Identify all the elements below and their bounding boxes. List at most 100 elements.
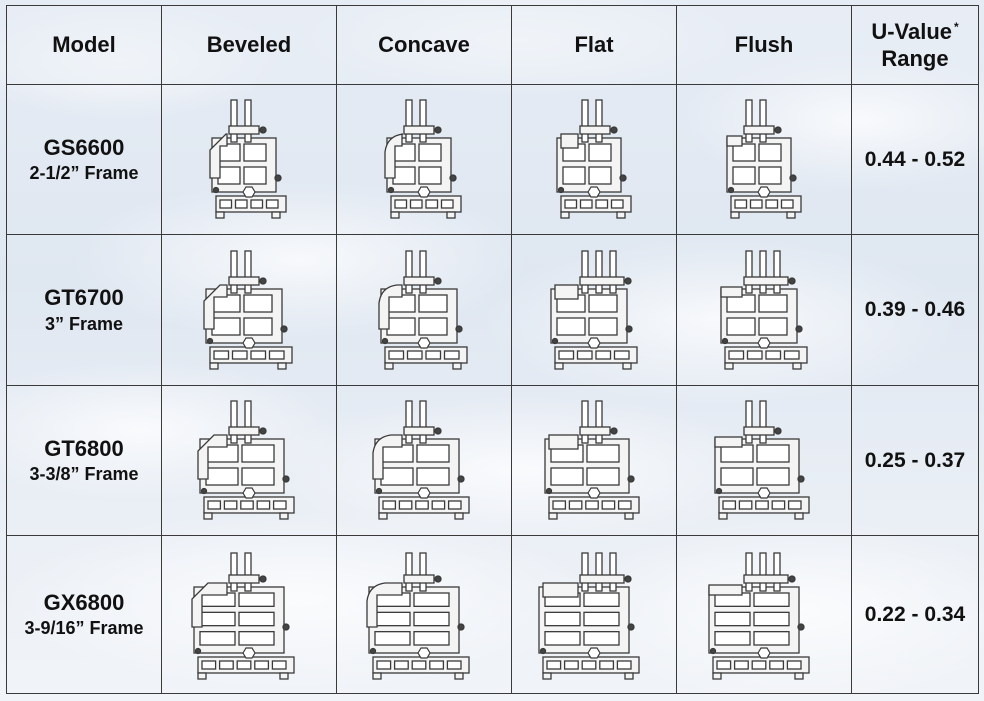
thermal-break (242, 337, 256, 349)
glazing-fin (244, 250, 252, 294)
sill-chamber (207, 500, 222, 510)
model-cell: GS6600 2-1/2” Frame (6, 83, 162, 236)
frame-foot (372, 672, 382, 680)
sill-chamber (746, 350, 763, 360)
weatherstrip (624, 575, 632, 583)
glazing-fin (759, 400, 767, 444)
glazing-bead (743, 574, 789, 584)
glazing-fin (759, 552, 767, 592)
sill-chamber (429, 660, 445, 670)
sill-chamber (443, 350, 460, 360)
frame-comparison-table: Model Beveled Concave Flat Flush U-Value… (6, 5, 979, 694)
frame-chamber (416, 444, 450, 463)
weatherstrip (434, 126, 442, 134)
weatherstrip (259, 277, 267, 285)
weatherstrip (627, 475, 635, 483)
sill-chamber (406, 350, 423, 360)
frame-chamber (238, 592, 275, 607)
sill-chamber (388, 350, 405, 360)
sill-chamber (398, 500, 413, 510)
flush-sash (714, 436, 743, 448)
weatherstrip (557, 187, 565, 194)
glazing-fin (405, 552, 413, 592)
model-frame-size: 3-3/8” Frame (29, 464, 139, 485)
frame-chamber (753, 611, 790, 627)
window-profile-drawing (726, 99, 802, 219)
glazing-fin (773, 552, 781, 592)
frame-chamber (205, 467, 239, 486)
sill-chamber (786, 660, 802, 670)
window-profile-drawing (544, 400, 640, 520)
uvalue-range: 0.22 - 0.34 (851, 535, 979, 694)
frame-chamber (753, 592, 790, 607)
frame-foot (446, 211, 456, 219)
profile-cell-flush (676, 384, 852, 537)
sill-chamber (755, 500, 769, 510)
frame-foot (786, 211, 796, 219)
concave-sash (372, 434, 403, 480)
frame-foot (794, 672, 804, 680)
sill-chamber (218, 660, 234, 670)
sill-chamber (579, 199, 593, 209)
frame-chamber (726, 317, 756, 336)
thermal-break (417, 337, 431, 349)
concave-sash (384, 133, 404, 179)
window-profile-drawing (372, 400, 470, 520)
frame-foot (724, 362, 734, 370)
frame-chamber (758, 166, 782, 185)
frame-chamber (374, 630, 411, 646)
frame-chamber (413, 630, 450, 646)
thermal-break (587, 337, 601, 349)
header-model: Model (6, 5, 162, 85)
weatherstrip (282, 623, 290, 631)
window-profile-drawing (378, 250, 468, 370)
frame-chamber (413, 611, 450, 627)
sill-chamber (447, 500, 462, 510)
beveled-sash (203, 284, 228, 330)
sill-chamber (250, 350, 267, 360)
frame-chamber (243, 166, 267, 185)
thermal-break (757, 186, 771, 198)
frame-chamber (418, 143, 442, 162)
model-name: GS6600 (43, 134, 125, 160)
weatherstrip (259, 427, 267, 435)
profile-cell-flush (676, 83, 852, 236)
sill-chamber (376, 660, 392, 670)
frame-foot (792, 362, 802, 370)
frame-chamber (374, 611, 411, 627)
sill-chamber (617, 500, 632, 510)
header-flat: Flat (511, 5, 677, 85)
weatherstrip (387, 187, 395, 194)
sill-chamber (599, 660, 615, 670)
window-profile-drawing (714, 400, 810, 520)
sill-chamber (728, 350, 745, 360)
table-row: GX6800 3-9/16” Frame 0.22 - 0.34 (6, 535, 979, 694)
frame-chamber (550, 467, 584, 486)
thermal-break (587, 487, 601, 499)
weatherstrip (774, 126, 782, 134)
weatherstrip (206, 337, 214, 344)
sill-chamber (411, 660, 427, 670)
glazing-fin (773, 250, 781, 294)
glazing-bead (579, 276, 625, 286)
sill-chamber (769, 660, 785, 670)
sill-chamber (231, 350, 248, 360)
beveled-sash (197, 434, 228, 480)
glazing-bead (743, 276, 789, 286)
glazing-bead (579, 574, 625, 584)
weatherstrip (434, 575, 442, 583)
frame-foot (712, 672, 722, 680)
sill-chamber (751, 660, 767, 670)
weatherstrip (449, 174, 457, 182)
frame-foot (548, 512, 558, 520)
frame-chamber (753, 630, 790, 646)
weatherstrip (212, 187, 220, 194)
weatherstrip (259, 126, 267, 134)
profile-cell-concave (336, 234, 512, 386)
header-flush: Flush (676, 5, 852, 85)
sill-chamber (734, 199, 748, 209)
frame-foot (454, 672, 464, 680)
frame-chamber (588, 317, 618, 336)
flush-sash (726, 135, 743, 147)
weatherstrip (788, 575, 796, 583)
